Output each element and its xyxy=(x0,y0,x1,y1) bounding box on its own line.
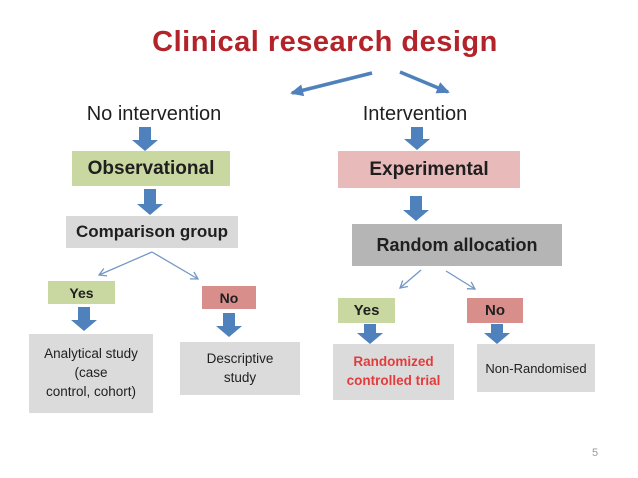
descriptive-study-box: Descriptive study xyxy=(180,342,300,395)
page-number: 5 xyxy=(591,447,599,459)
no-box-right: No xyxy=(467,298,523,323)
comparison-group-box: Comparison group xyxy=(66,216,238,248)
title-branch-right-arrow-icon xyxy=(399,70,450,94)
non-randomised-box: Non-Randomised xyxy=(477,344,595,392)
down-arrow-icon xyxy=(484,324,510,344)
split-arrow-icon xyxy=(151,251,200,280)
analytical-study-box: Analytical study (case control, cohort) xyxy=(29,334,153,413)
yes-box-right: Yes xyxy=(338,298,395,323)
slide-title: Clinical research design xyxy=(152,26,498,58)
down-arrow-icon xyxy=(357,324,383,344)
split-arrow-icon xyxy=(97,251,153,277)
down-arrow-icon xyxy=(71,307,97,331)
title-branch-left-arrow-icon xyxy=(290,71,373,97)
intervention-label: Intervention xyxy=(362,103,468,125)
random-allocation-box: Random allocation xyxy=(352,224,562,266)
no-intervention-label: No intervention xyxy=(86,103,222,125)
split-arrow-icon xyxy=(445,270,477,290)
down-arrow-icon xyxy=(404,127,430,150)
down-arrow-icon xyxy=(216,313,242,337)
no-box-left: No xyxy=(202,286,256,309)
down-arrow-icon xyxy=(132,127,158,151)
experimental-box: Experimental xyxy=(338,151,520,188)
randomized-controlled-trial-box: Randomized controlled trial xyxy=(333,344,454,400)
down-arrow-icon xyxy=(403,196,429,221)
down-arrow-icon xyxy=(137,189,163,215)
yes-box-left: Yes xyxy=(48,281,115,304)
split-arrow-icon xyxy=(399,269,422,289)
observational-box: Observational xyxy=(72,151,230,186)
